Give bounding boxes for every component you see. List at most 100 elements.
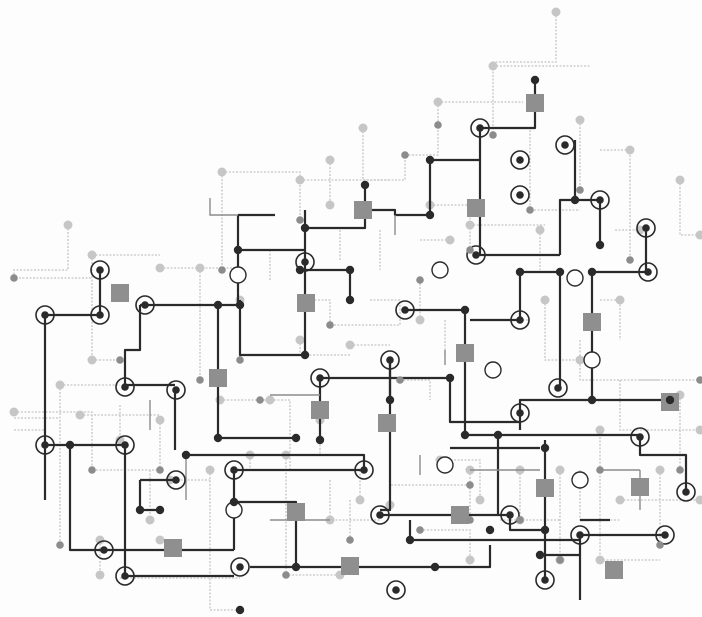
- component-square: [456, 344, 474, 362]
- dark-wire: [520, 270, 562, 388]
- terminal-dot: [296, 216, 304, 224]
- light-wire: [329, 480, 380, 521]
- light-junction: [595, 555, 605, 565]
- light-junction: [355, 495, 365, 505]
- junction-ring-dot: [682, 488, 690, 496]
- light-wire: [330, 299, 401, 326]
- light-junction: [415, 315, 425, 325]
- junction-dot: [665, 395, 675, 405]
- junction-dot: [181, 450, 191, 460]
- junction-ring-dot: [554, 384, 562, 392]
- terminal-dot: [626, 256, 634, 264]
- light-junction: [445, 235, 455, 245]
- junction-dot: [291, 433, 301, 443]
- terminal-dot: [116, 356, 124, 364]
- terminal-dot: [516, 516, 524, 524]
- dark-wire: [518, 398, 592, 430]
- open-ring: [484, 361, 502, 379]
- junction-dot: [485, 525, 495, 535]
- junction-ring-dot: [376, 511, 384, 519]
- junction-ring-dot: [41, 311, 49, 319]
- junction-dot: [515, 267, 525, 277]
- light-junction: [325, 155, 335, 165]
- junction-ring-dot: [360, 466, 368, 474]
- light-junction: [433, 97, 443, 107]
- junction-dot: [405, 535, 415, 545]
- junction-dot: [135, 505, 145, 515]
- junction-dot: [233, 245, 243, 255]
- light-junction: [488, 61, 498, 71]
- terminal-dot: [56, 541, 64, 549]
- junction-dot: [535, 550, 545, 560]
- light-junction: [555, 465, 565, 475]
- light-junction: [265, 395, 275, 405]
- junction-dot: [291, 562, 301, 572]
- component-layer: [111, 94, 679, 579]
- junction-ring: [230, 557, 250, 577]
- junction-dot: [300, 223, 310, 233]
- junction-ring-dot: [121, 572, 129, 580]
- light-junction: [615, 495, 625, 505]
- junction-ring-dot: [236, 563, 244, 571]
- light-wire: [14, 411, 93, 470]
- light-wire: [600, 299, 621, 340]
- junction-dot: [460, 430, 470, 440]
- terminal-dot: [676, 466, 684, 474]
- component-square: [631, 478, 649, 496]
- dark-wire-layer: [43, 80, 688, 600]
- junction-dot: [540, 525, 550, 535]
- junction-ring-dot: [541, 576, 549, 584]
- junction-ring: [470, 118, 490, 138]
- junction-ring: [166, 470, 186, 490]
- junction-dot: [530, 75, 540, 85]
- open-ring: [436, 456, 454, 474]
- light-junction: [145, 515, 155, 525]
- junction-dot: [213, 300, 223, 310]
- component-square: [536, 479, 554, 497]
- component-square: [583, 313, 601, 331]
- terminal-dot: [346, 536, 354, 544]
- open-ring: [229, 266, 247, 284]
- light-wire: [400, 379, 431, 400]
- light-junction: [695, 230, 702, 240]
- junction-dot: [235, 300, 245, 310]
- junction-dot: [425, 210, 435, 220]
- junction-ring: [354, 460, 374, 480]
- junction-ring: [570, 525, 590, 545]
- junction-dot: [445, 373, 455, 383]
- junction-ring-dot: [576, 531, 584, 539]
- terminal-dot: [656, 541, 664, 549]
- junction-ring: [115, 377, 135, 397]
- open-ring: [583, 351, 601, 369]
- dark-wire: [380, 360, 392, 512]
- light-junction: [675, 175, 685, 185]
- light-wire: [222, 171, 301, 220]
- junction-dot: [300, 350, 310, 360]
- dark-wire: [236, 215, 305, 252]
- dark-wire: [43, 315, 127, 576]
- junction-ring-dot: [100, 546, 108, 554]
- junction-dot: [385, 395, 395, 405]
- light-wire: [600, 149, 631, 180]
- junction-dot: [315, 435, 325, 445]
- light-junction: [695, 425, 702, 435]
- junction-ring: [555, 135, 575, 155]
- terminal-dot: [282, 571, 290, 579]
- terminal-dot: [416, 276, 424, 284]
- terminal-dot: [696, 376, 702, 384]
- junction-dot: [345, 265, 355, 275]
- junction-dot: [425, 155, 435, 165]
- junction-ring-dot: [636, 433, 644, 441]
- light-junction: [465, 555, 475, 565]
- light-wire: [420, 529, 471, 560]
- mid-wire: [209, 198, 238, 216]
- junction-dot: [587, 267, 597, 277]
- junction-dot: [460, 305, 470, 315]
- light-wire: [209, 470, 240, 611]
- component-square: [341, 557, 359, 575]
- light-junction: [540, 295, 550, 305]
- component-square: [605, 561, 623, 579]
- terminal-dot: [434, 121, 442, 129]
- component-square: [526, 94, 544, 112]
